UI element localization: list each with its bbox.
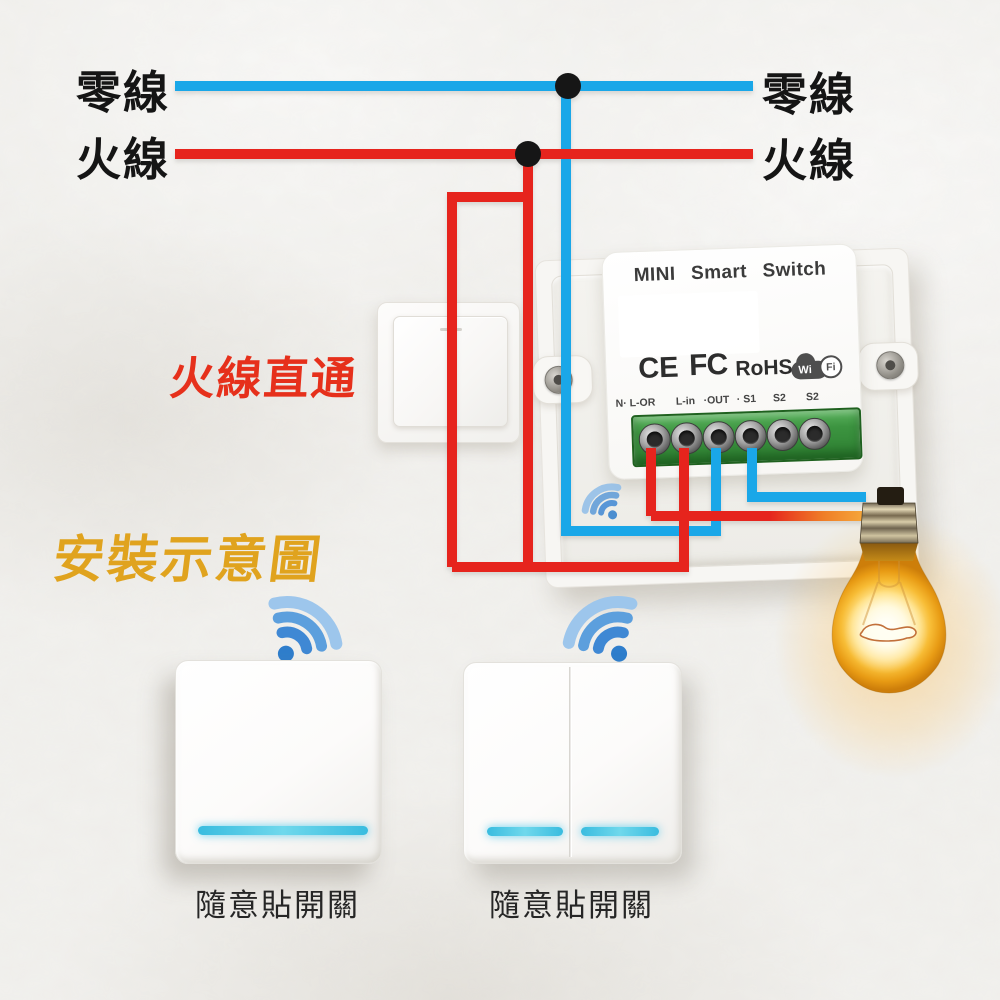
indicator-strip [581, 827, 659, 836]
wall-switch-indicator [440, 328, 462, 331]
light-bulb [831, 487, 947, 694]
bulb-screw-base [859, 502, 919, 544]
wifi-badge-wi: Wi [798, 363, 812, 377]
neutral-line-label-left: 零線 [76, 67, 171, 118]
indicator-strip [487, 827, 563, 836]
terminal-label-s2b: S2 [805, 390, 820, 404]
live-line-label-left: 火線 [76, 134, 171, 185]
module-gloss [617, 290, 760, 358]
screw-hole [646, 431, 664, 448]
screw-hole [678, 430, 696, 447]
live-line-label-right: 火線 [762, 135, 857, 186]
wifi-signal-icon-plate [581, 483, 622, 520]
remote-label: 隨意貼開關 [195, 888, 360, 923]
fcc-mark: FC [688, 347, 728, 383]
ce-mark: CE [637, 351, 680, 386]
indicator-strip [198, 826, 368, 835]
wifi-badge-fi: Fi [818, 354, 843, 379]
neutral-line-label-right: 零線 [762, 69, 857, 120]
wall-switch-button [393, 316, 508, 427]
terminal-label-s2a: S2 [772, 391, 787, 405]
live-direct-annotation: 火線直通 [167, 353, 360, 404]
wifi-badge-icon: Wi Fi [791, 350, 846, 386]
rohs-mark: RoHS [734, 355, 793, 381]
screw-hole [885, 360, 896, 371]
remote-button-divider [569, 667, 572, 857]
remote-label: 隨意貼開關 [489, 888, 654, 923]
terminal-label-n: N· L-OR [615, 396, 656, 410]
bulb-neck [860, 543, 918, 561]
terminal-label-lin: L-in [675, 395, 696, 408]
screw-hole [553, 374, 564, 385]
terminal-label-out: ·OUT [703, 393, 730, 407]
bulb-cap [877, 487, 904, 505]
junction-dot-live [515, 141, 541, 167]
terminal-label-s1: · S1 [736, 392, 757, 406]
screw-hole [742, 427, 759, 445]
screw-hole [710, 428, 728, 446]
junction-dot-neutral [555, 73, 581, 99]
